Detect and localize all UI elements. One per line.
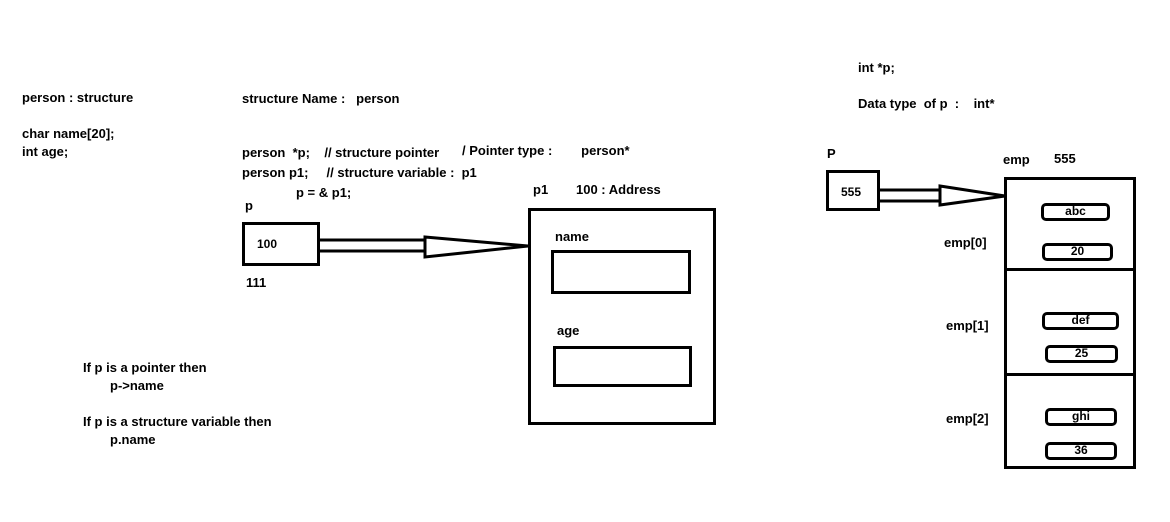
name-member-label: name xyxy=(555,229,589,244)
arrow-P-to-emp xyxy=(880,184,1006,207)
right-pointer-label: P xyxy=(827,146,836,161)
emp-divider xyxy=(1004,373,1136,376)
emp-1-name-cell: def xyxy=(1042,312,1119,330)
structure-name-text: structure Name : person xyxy=(242,91,400,106)
p1-address: 100 : Address xyxy=(576,182,661,197)
age-member-label: age xyxy=(557,323,580,338)
variable-declaration: person p1; // structure variable : p1 xyxy=(242,165,477,180)
emp-1-label: emp[1] xyxy=(946,318,989,333)
structure-title: person : structure xyxy=(22,90,134,105)
right-pointer-value: 555 xyxy=(841,185,862,199)
struct-p1-box xyxy=(528,208,716,425)
pointer-p-label: p xyxy=(245,198,253,213)
int-pointer-declaration: int *p; xyxy=(858,60,895,75)
emp-divider xyxy=(1004,268,1136,271)
emp-0-name-cell: abc xyxy=(1041,203,1110,221)
emp-2-label: emp[2] xyxy=(946,411,989,426)
pointer-p-box: 100 xyxy=(242,222,320,266)
age-member-box xyxy=(553,346,692,387)
name-member-box xyxy=(551,250,691,294)
arrow-p-to-p1 xyxy=(320,235,529,259)
emp-0-age-cell: 20 xyxy=(1042,243,1113,261)
pointer-type-text: / Pointer type : person* xyxy=(462,143,630,158)
emp-0-label: emp[0] xyxy=(944,235,987,250)
emp-address: 555 xyxy=(1054,151,1076,166)
data-type-text: Data type of p : int* xyxy=(858,96,995,111)
pointer-declaration: person *p; // structure pointer xyxy=(242,145,440,160)
age-field-declaration: int age; xyxy=(22,144,69,159)
emp-1-age-cell: 25 xyxy=(1045,345,1118,363)
pointer-rule-text: If p is a pointer then xyxy=(83,360,207,375)
pointer-access-text: p->name xyxy=(110,378,164,393)
struct-access-text: p.name xyxy=(110,432,156,447)
emp-label: emp xyxy=(1003,152,1030,167)
pointer-p-value: 100 xyxy=(257,237,278,251)
pointer-p-address: 111 xyxy=(246,275,267,290)
assignment-statement: p = & p1; xyxy=(296,185,352,200)
emp-2-age-cell: 36 xyxy=(1045,442,1117,460)
right-pointer-box: 555 xyxy=(826,170,880,211)
emp-2-name-cell: ghi xyxy=(1045,408,1117,426)
p1-label: p1 xyxy=(533,182,549,197)
struct-rule-text: If p is a structure variable then xyxy=(83,414,272,429)
name-field-declaration: char name[20]; xyxy=(22,126,115,141)
